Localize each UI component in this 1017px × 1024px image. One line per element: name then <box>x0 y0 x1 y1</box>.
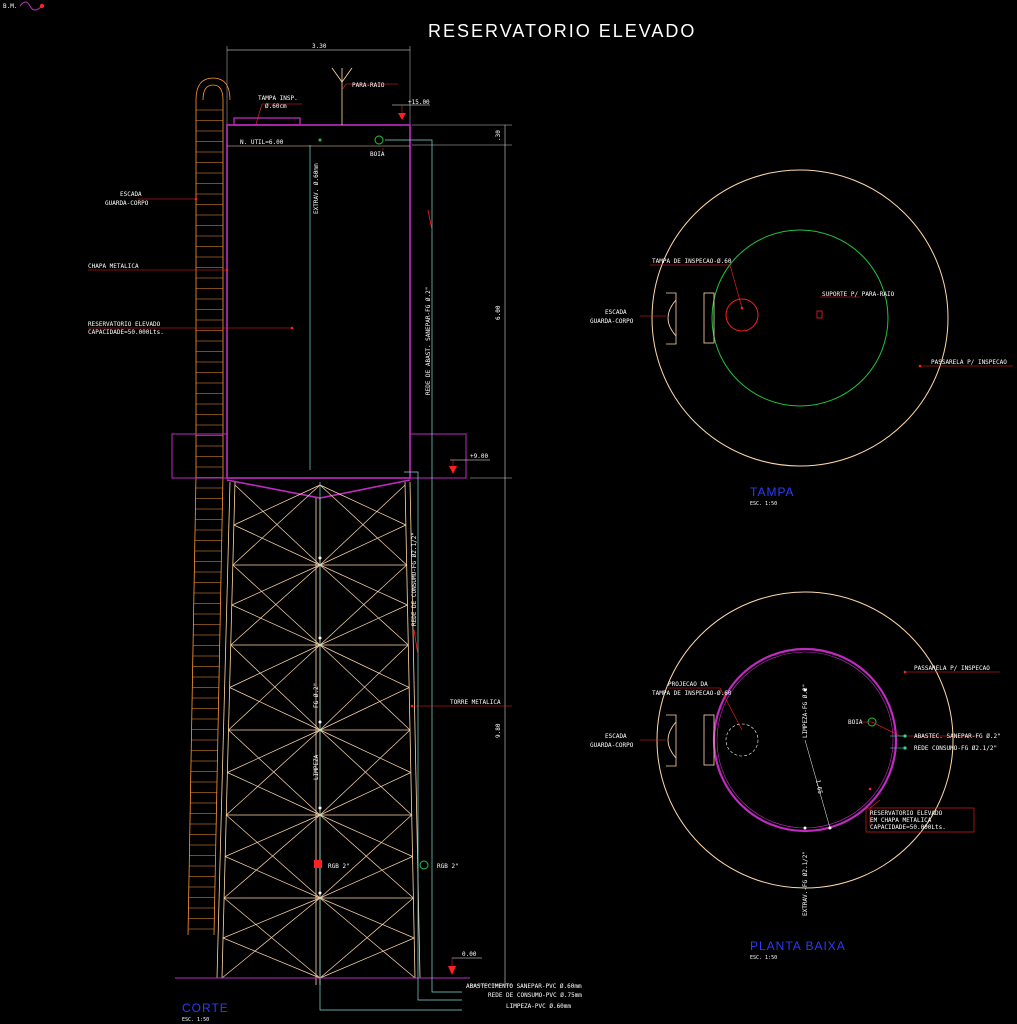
planta-label-passarela: PASSARELA P/ INSPECAO <box>914 665 990 672</box>
planta-label-projecao-1: PROJECAO DA <box>668 681 708 688</box>
label-rede-consumo-pvc: REDE DE CONSUMO-PVC Ø.75mm <box>488 992 582 999</box>
label-abastecimento: ABASTECIMENTO SANEPAR-PVC Ø.60mm <box>466 983 582 990</box>
corte-view-title: CORTE <box>182 1001 229 1015</box>
planta-label-reservatorio-2: EM CHAPA METALICA <box>870 817 932 824</box>
label-rede-abast: REDE DE ABAST. SANEPAR-FG Ø.2" <box>425 287 432 395</box>
planta-label-boia: BOIA <box>848 719 863 726</box>
level-top: +15.00 <box>408 99 430 106</box>
page-title: RESERVATORIO ELEVADO <box>428 21 696 41</box>
corner-tag: B.M. <box>3 3 17 10</box>
label-para-raio: PARA-RAIO <box>352 82 385 89</box>
label-escada-1: ESCADA <box>120 191 142 198</box>
ladder <box>187 77 231 936</box>
label-boia: BOIA <box>370 151 385 158</box>
corte-leaders <box>88 83 512 707</box>
label-reservatorio-1: RESERVATORIO ELEVADO <box>88 321 161 328</box>
planta-label-reservatorio-1: RESERVATORIO ELEVADO <box>870 810 943 817</box>
tower-bracing <box>221 484 416 979</box>
planta-label-abastec: ABASTEC. SANEPAR-FG Ø.2" <box>914 733 1001 740</box>
planta-label-reservatorio-3: CAPACIDADE=50.000Lts. <box>870 824 946 831</box>
planta-view: PROJECAO DA TAMPA DE INSPECAO-Ø.60 ESCAD… <box>590 591 1001 961</box>
tampa-label-tampa-inspecao: TAMPA DE INSPECAO-Ø.60 <box>652 258 732 265</box>
dim-tower-height-label: 9.80 <box>495 723 502 738</box>
planta-scale: ESC. 1:50 <box>750 955 777 961</box>
lightning-rod-icon <box>331 67 353 125</box>
level-markers <box>392 104 490 975</box>
tampa-view: TAMPA DE INSPECAO-Ø.60 ESCADA GUARDA-COR… <box>590 169 1013 507</box>
level-ground: 0.00 <box>462 951 477 958</box>
corte-scale: ESC. 1:50 <box>182 1017 209 1023</box>
corte-section: 3.30 .30 6.00 9.80 <box>88 43 582 1023</box>
label-tampa-insp-1: TAMPA INSP. <box>258 95 298 102</box>
level-mid: +9.00 <box>470 453 488 460</box>
planta-label-limpeza: LIMPEZA-FG Ø.2" <box>802 684 809 738</box>
label-limpeza-pvc: LIMPEZA-PVC Ø.60mm <box>506 1003 571 1010</box>
tower-structure <box>216 481 421 985</box>
planta-label-radius: 1.65 <box>814 779 823 795</box>
planta-label-projecao-2: TAMPA DE INSPECAO-Ø.60 <box>652 690 732 697</box>
dim-tank-height-label: 6.00 <box>495 305 502 320</box>
planta-label-escada-1: ESCADA <box>605 733 627 740</box>
label-reservatorio-2: CAPACIDADE=50.000Lts. <box>88 329 164 336</box>
tampa-view-title: TAMPA <box>750 485 795 499</box>
label-extrav: EXTRAV. Ø.60mm <box>313 163 320 214</box>
tampa-label-escada-1: ESCADA <box>605 309 627 316</box>
dim-width-label: 3.30 <box>312 43 327 50</box>
pipe-annot-marks <box>413 209 433 656</box>
ladder-rungs <box>188 109 223 930</box>
bm-symbol-icon <box>19 1 45 11</box>
label-rgb-left: RGB 2" <box>328 863 350 870</box>
label-n-util: N. UTIL=6.00 <box>240 139 284 146</box>
planta-label-escada-2: GUARDA-CORPO <box>590 742 634 749</box>
tampa-label-escada-2: GUARDA-CORPO <box>590 318 634 325</box>
tampa-label-passarela: PASSARELA P/ INSPECAO <box>931 359 1007 366</box>
planta-stair-notch <box>666 714 715 767</box>
label-fg-2: FG Ø.2" <box>313 683 320 708</box>
planta-view-title: PLANTA BAIXA <box>750 939 846 953</box>
dim-top-label: .30 <box>495 130 502 141</box>
label-rede-consumo: REDE DE CONSUMO-FG Ø2.1/2" <box>411 532 418 626</box>
label-chapa-metalica: CHAPA METALICA <box>88 263 139 270</box>
label-limpeza: LIMPEZA <box>313 754 320 780</box>
pipes <box>309 139 462 1011</box>
valve-markers <box>314 135 429 895</box>
corte-leader-dots <box>194 197 414 708</box>
label-escada-2: GUARDA-CORPO <box>105 200 149 207</box>
label-torre-metalica: TORRE METALICA <box>450 699 501 706</box>
planta-label-extrav: EXTRAV.-FG Ø2.1/2" <box>802 851 809 916</box>
label-tampa-insp-2: Ø.60cm <box>265 103 287 110</box>
tampa-label-suporte: SUPORTE P/ PARA-RAIO <box>822 291 895 298</box>
planta-label-rede-consumo: REDE CONSUMO-FG Ø2.1/2" <box>914 745 997 752</box>
tampa-leaders <box>640 264 1013 367</box>
tampa-scale: ESC. 1:50 <box>750 501 777 507</box>
label-rgb-right: RGB 2" <box>437 863 459 870</box>
dim-vertical: .30 6.00 9.80 <box>412 124 512 986</box>
tampa-stair-notch <box>666 292 715 345</box>
